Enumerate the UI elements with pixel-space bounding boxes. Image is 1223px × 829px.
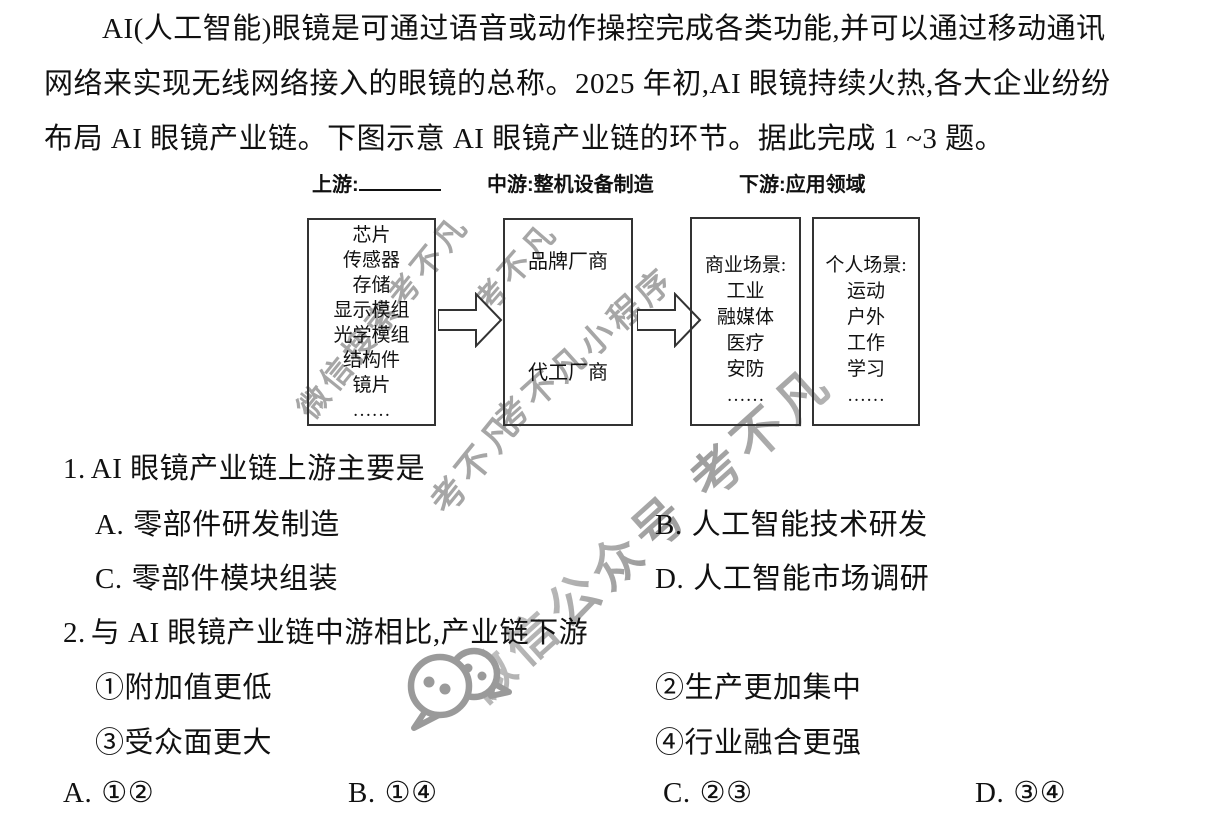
- commercial-item: 安防: [726, 359, 765, 380]
- upstream-item: 光学模组: [333, 325, 410, 346]
- intro-line-1: AI(人工智能)眼镜是可通过语音或动作操控完成各类功能,并可以通过移动通讯: [102, 13, 1106, 45]
- option-c-text: 零部件模块组装: [131, 563, 339, 595]
- question-2-statement-3: ③受众面更大: [95, 727, 273, 759]
- midstream-brand-makers: 品牌厂商: [528, 251, 608, 273]
- answer-c-label: C.: [663, 777, 691, 809]
- personal-item: 工作: [846, 333, 885, 354]
- question-2-answer-b: B.①④: [348, 775, 438, 810]
- question-1-option-b: B.人工智能技术研发: [655, 501, 928, 543]
- option-a-text: 零部件研发制造: [133, 509, 340, 541]
- option-d-text: 人工智能市场调研: [693, 563, 930, 595]
- question-1-number: 1.: [63, 453, 86, 485]
- answer-b-label: B.: [348, 777, 376, 809]
- question-2-answer-a: A.①②: [63, 775, 154, 810]
- midstream-box: 品牌厂商 代工厂商: [503, 218, 633, 426]
- question-1-text: AI 眼镜产业链上游主要是: [90, 453, 426, 485]
- intro-line-2: 网络来实现无线网络接入的眼镜的总称。2025 年初,AI 眼镜持续火热,各大企业…: [44, 68, 1111, 100]
- arrow-midstream-to-downstream: [637, 292, 702, 348]
- upstream-item-ellipsis: ……: [352, 400, 391, 421]
- wechat-logo-icon: [398, 643, 513, 738]
- option-c-label: C.: [95, 563, 123, 595]
- question-2-number: 2.: [63, 617, 86, 649]
- question-1-option-c: C.零部件模块组装: [95, 555, 338, 597]
- upstream-item: 镜片: [352, 375, 391, 396]
- question-2-text: 与 AI 眼镜产业链中游相比,产业链下游: [90, 617, 589, 649]
- question-2-answer-d: D.③④: [975, 775, 1066, 810]
- option-b-text: 人工智能技术研发: [691, 509, 928, 541]
- personal-item: 学习: [846, 359, 885, 380]
- option-d-label: D.: [655, 563, 685, 595]
- upstream-item: 显示模组: [333, 300, 410, 321]
- answer-a-text: ①②: [101, 777, 155, 809]
- question-2-statement-1: ①附加值更低: [95, 672, 273, 704]
- option-b-label: B.: [655, 509, 683, 541]
- question-1-option-d: D.人工智能市场调研: [655, 555, 929, 597]
- question-1-option-a: A.零部件研发制造: [95, 501, 340, 543]
- commercial-item-ellipsis: ……: [726, 385, 765, 406]
- question-1-stem: 1.AI 眼镜产业链上游主要是: [63, 445, 425, 487]
- commercial-heading: 商业场景:: [704, 255, 787, 276]
- personal-item: 户外: [846, 307, 885, 328]
- question-2-stem: 2.与 AI 眼镜产业链中游相比,产业链下游: [63, 609, 588, 651]
- upstream-blank-line: [358, 173, 441, 191]
- question-2-statement-2: ②生产更加集中: [655, 672, 862, 704]
- question-2-answer-c: C.②③: [663, 775, 753, 810]
- commercial-item: 工业: [726, 281, 765, 302]
- upstream-box: 芯片 传感器 存储 显示模组 光学模组 结构件 镜片 ……: [307, 218, 436, 426]
- arrow-upstream-to-midstream: [438, 292, 503, 348]
- intro-line-3: 布局 AI 眼镜产业链。下图示意 AI 眼镜产业链的环节。据此完成 1 ~3 题…: [44, 123, 1005, 155]
- personal-item-ellipsis: ……: [847, 385, 885, 406]
- commercial-scenarios-box: 商业场景: 工业 融媒体 医疗 安防 ……: [690, 217, 801, 426]
- answer-d-label: D.: [975, 777, 1005, 809]
- upstream-item: 存储: [352, 275, 391, 296]
- upstream-item: 结构件: [342, 350, 400, 371]
- downstream-header: 下游:应用领域: [739, 174, 866, 196]
- upstream-item: 芯片: [352, 225, 391, 246]
- upstream-item: 传感器: [342, 250, 400, 271]
- question-2-statement-4: ④行业融合更强: [655, 727, 862, 759]
- answer-b-text: ①④: [384, 777, 438, 809]
- answer-c-text: ②③: [699, 777, 753, 809]
- personal-scenarios-box: 个人场景: 运动 户外 工作 学习 ……: [812, 217, 920, 426]
- commercial-item: 医疗: [726, 333, 765, 354]
- intro-paragraph: AI(人工智能)眼镜是可通过语音或动作操控完成各类功能,并可以通过移动通讯 网络…: [44, 2, 1186, 167]
- upstream-header: 上游:: [312, 168, 441, 197]
- midstream-oem-makers: 代工厂商: [528, 362, 608, 384]
- midstream-header: 中游:整机设备制造: [487, 174, 654, 196]
- answer-a-label: A.: [63, 777, 93, 809]
- answer-d-text: ③④: [1013, 777, 1067, 809]
- option-a-label: A.: [95, 509, 125, 541]
- personal-heading: 个人场景:: [825, 255, 907, 276]
- upstream-header-label: 上游:: [312, 174, 359, 196]
- personal-item: 运动: [846, 281, 885, 302]
- commercial-item: 融媒体: [716, 307, 774, 328]
